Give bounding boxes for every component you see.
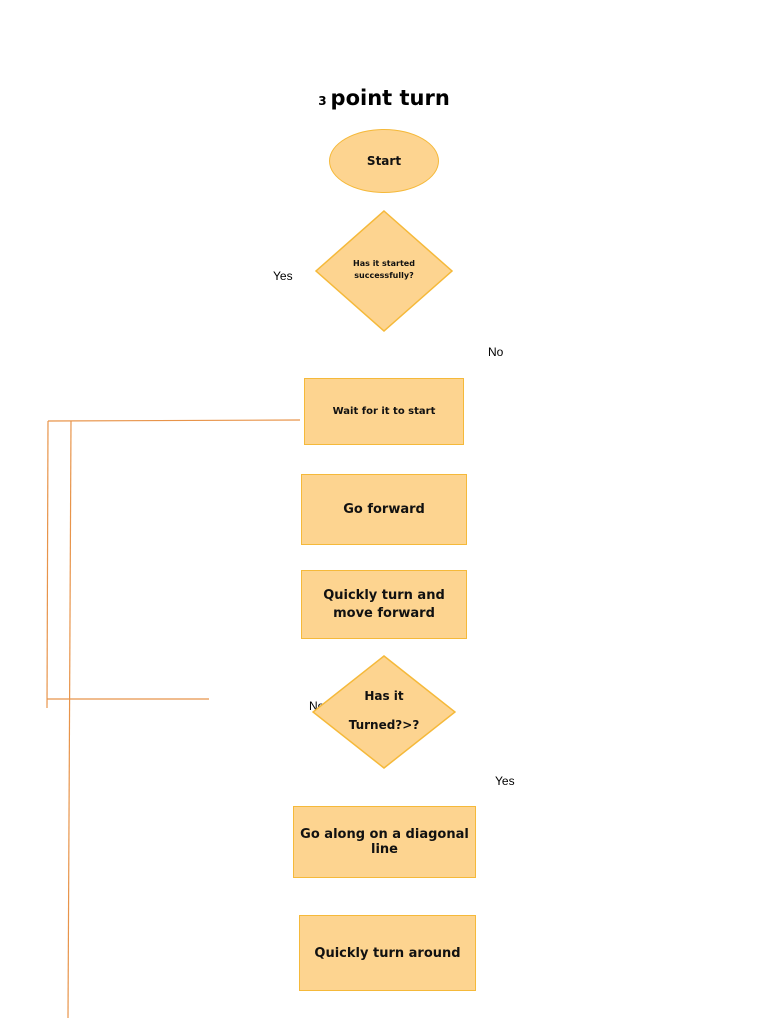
no-label-right: No: [488, 345, 504, 359]
decision-turned-shape: [311, 655, 457, 769]
decision-turned-label-line1: Has it: [364, 689, 404, 703]
decision-started-shape: [314, 209, 454, 333]
start-node: Start: [329, 129, 439, 193]
connector-left-outer: [46, 420, 49, 709]
title-number: 3: [318, 94, 327, 108]
diagonal-label: Go along on a diagonal line: [300, 827, 469, 857]
wait-label: Wait for it to start: [332, 406, 436, 417]
go-forward-node: Go forward: [301, 474, 467, 545]
diagonal-node: Go along on a diagonal line: [293, 806, 476, 878]
yes-label-right: Yes: [495, 774, 515, 788]
title-text: point turn: [330, 86, 450, 110]
decision-started-node: Has it started successfully?: [314, 209, 454, 333]
decision-turned-node: Has it Turned?>?: [311, 655, 457, 769]
turn-forward-node: Quickly turn and move forward: [301, 570, 467, 639]
turn-forward-label: Quickly turn and move forward: [323, 587, 445, 621]
turn-around-node: Quickly turn around: [299, 915, 476, 991]
connector-left-inner: [67, 420, 72, 1019]
yes-label-left: Yes: [273, 269, 293, 283]
decision-turned-label-line2: Turned?>?: [348, 718, 420, 732]
start-label: Start: [366, 154, 402, 168]
turn-around-label: Quickly turn around: [314, 945, 461, 961]
wait-node: Wait for it to start: [304, 378, 464, 445]
go-forward-label: Go forward: [343, 502, 425, 517]
decision-started-label: Has it started successfully?: [353, 259, 415, 280]
connector-wait-to-left: [47, 419, 301, 422]
